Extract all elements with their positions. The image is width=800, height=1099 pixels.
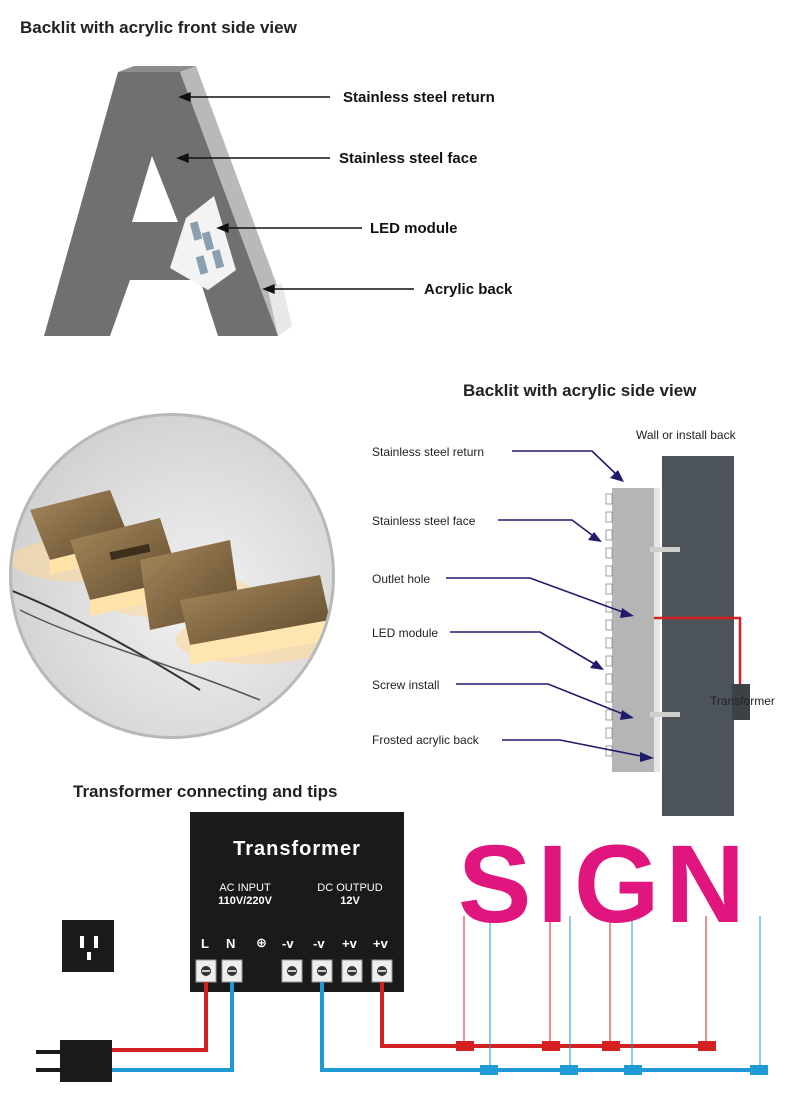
dc-output-text: DC OUTPUD xyxy=(317,882,383,894)
terminal-l: L xyxy=(201,936,209,951)
dc-output-label: DC OUTPUD 12V xyxy=(300,882,400,908)
callout-stainless-steel-return: Stainless steel return xyxy=(343,89,495,106)
callout-led-module: LED module xyxy=(370,220,458,237)
sv-label-frosted-acrylic: Frosted acrylic back xyxy=(372,733,479,747)
section3-title: Transformer connecting and tips xyxy=(73,782,338,801)
wall-outlet xyxy=(62,920,114,972)
terminal-minus-v-2: -v xyxy=(313,936,325,951)
power-plug xyxy=(36,1040,112,1082)
sv-label-return: Stainless steel return xyxy=(372,445,485,459)
terminal-plus-v-1: +v xyxy=(342,936,357,951)
sv-label-face: Stainless steel face xyxy=(372,514,476,528)
ground-icon: ⊕ xyxy=(256,935,267,950)
letter-return-block xyxy=(612,488,656,772)
letter-a-illustration xyxy=(44,66,292,336)
transformer-title: Transformer xyxy=(233,838,361,860)
wall-label: Wall or install back xyxy=(636,428,736,442)
side-transformer-box xyxy=(732,684,750,720)
sign-word: SIGN xyxy=(458,823,751,946)
callout-stainless-steel-face: Stainless steel face xyxy=(339,150,478,167)
ac-input-text: AC INPUT xyxy=(219,882,271,894)
wall-block xyxy=(662,456,734,816)
section1-title: Backlit with acrylic front side view xyxy=(20,18,297,37)
terminal-n: N xyxy=(226,936,236,951)
sv-label-outlet-hole: Outlet hole xyxy=(372,572,431,586)
dc-voltage-text: 12V xyxy=(340,895,360,907)
sv-label-led-module: LED module xyxy=(372,626,439,640)
photo-letter-n xyxy=(140,540,330,665)
terminal-plus-v-2: +v xyxy=(373,936,388,951)
callout-acrylic-back: Acrylic back xyxy=(424,281,513,298)
ac-voltage-text: 110V/220V xyxy=(218,895,272,907)
ac-input-label: AC INPUT 110V/220V xyxy=(200,882,290,908)
section2-title: Backlit with acrylic side view xyxy=(463,381,697,400)
sv-label-screw-install: Screw install xyxy=(372,678,440,692)
sv-transformer-label: Transformer xyxy=(710,694,775,708)
terminal-minus-v-1: -v xyxy=(282,936,294,951)
